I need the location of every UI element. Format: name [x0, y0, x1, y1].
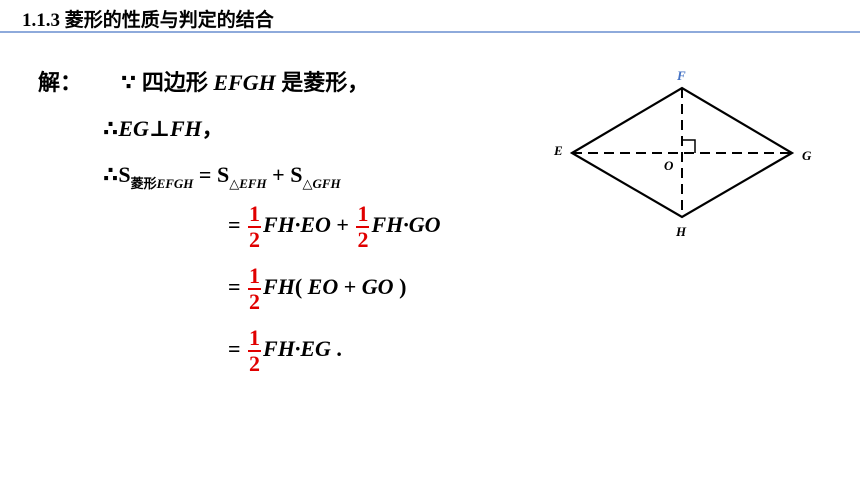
line4-term1: FH·EO: [263, 212, 331, 238]
area-S3: S: [290, 162, 303, 187]
line5-plus: +: [338, 274, 362, 300]
frac-num: 1: [248, 263, 262, 290]
line1-text2: 是菱形，: [281, 71, 370, 96]
line6-end: .: [330, 336, 342, 362]
solution-label: 解：: [38, 71, 83, 96]
frac-den: 2: [249, 227, 261, 252]
line1-var: EFGH: [213, 70, 276, 95]
eq-sign: =: [193, 162, 217, 187]
line2-a: EG: [118, 116, 149, 141]
label-F: F: [676, 68, 686, 83]
solution-line-1: 解： ∵ 四边形 EFGH 是菱形，: [38, 72, 369, 95]
solution-line-2: ∴EG⊥FH，: [103, 118, 224, 141]
header-bar: 1.1.3 菱形的性质与判定的结合: [0, 0, 860, 34]
area-subscript-3: △GFH: [302, 176, 341, 191]
eq-sign-6: =: [228, 336, 241, 362]
line4-term2: FH·GO: [371, 212, 441, 238]
line5-open: (: [294, 274, 308, 300]
line1-text1: 四边形: [141, 71, 208, 96]
sub-text: 菱形: [130, 177, 157, 192]
line5-b: GO: [361, 274, 394, 300]
line6-term: FH·EG: [263, 336, 331, 362]
section-title: 1.1.3 菱形的性质与判定的结合: [22, 10, 274, 31]
therefore-symbol: ∴: [103, 117, 119, 142]
frac-den: 2: [357, 227, 369, 252]
since-symbol: ∵: [121, 71, 137, 96]
frac-den: 2: [249, 289, 261, 314]
right-angle-mark: [682, 139, 696, 153]
rhombus-outline: [569, 86, 795, 219]
line4-plus: +: [330, 212, 355, 238]
line5-close: ): [393, 274, 407, 300]
header-divider: [0, 31, 860, 33]
frac-num: 1: [248, 201, 262, 228]
line2-b: FH: [170, 116, 202, 141]
line5-term: FH: [263, 274, 295, 300]
label-G: G: [802, 148, 812, 163]
eq-sign-5: =: [228, 274, 241, 300]
plus-sign: +: [266, 162, 291, 187]
frac-den: 2: [249, 351, 261, 376]
area-subscript: 菱形EFGH: [131, 176, 194, 191]
sub-var: EFGH: [156, 176, 194, 191]
frac-num: 1: [248, 325, 262, 352]
therefore-symbol-2: ∴: [103, 163, 119, 188]
label-H: H: [675, 224, 687, 239]
rhombus-diagram: F E G H O: [553, 68, 812, 239]
area-S2: S: [216, 162, 230, 187]
line2-end: ，: [201, 117, 224, 142]
eq-sign-4: =: [228, 212, 241, 238]
area-S: S: [118, 162, 131, 187]
frac-num: 1: [356, 201, 370, 228]
label-O: O: [664, 158, 674, 173]
label-E: E: [553, 143, 563, 158]
area-subscript-2: △EFH: [229, 176, 267, 191]
perp-symbol: ⊥: [148, 116, 170, 141]
line5-a: EO: [307, 274, 339, 300]
solution-line-3: ∴S菱形EFGH = S△EFH + S△GFH: [103, 162, 341, 192]
